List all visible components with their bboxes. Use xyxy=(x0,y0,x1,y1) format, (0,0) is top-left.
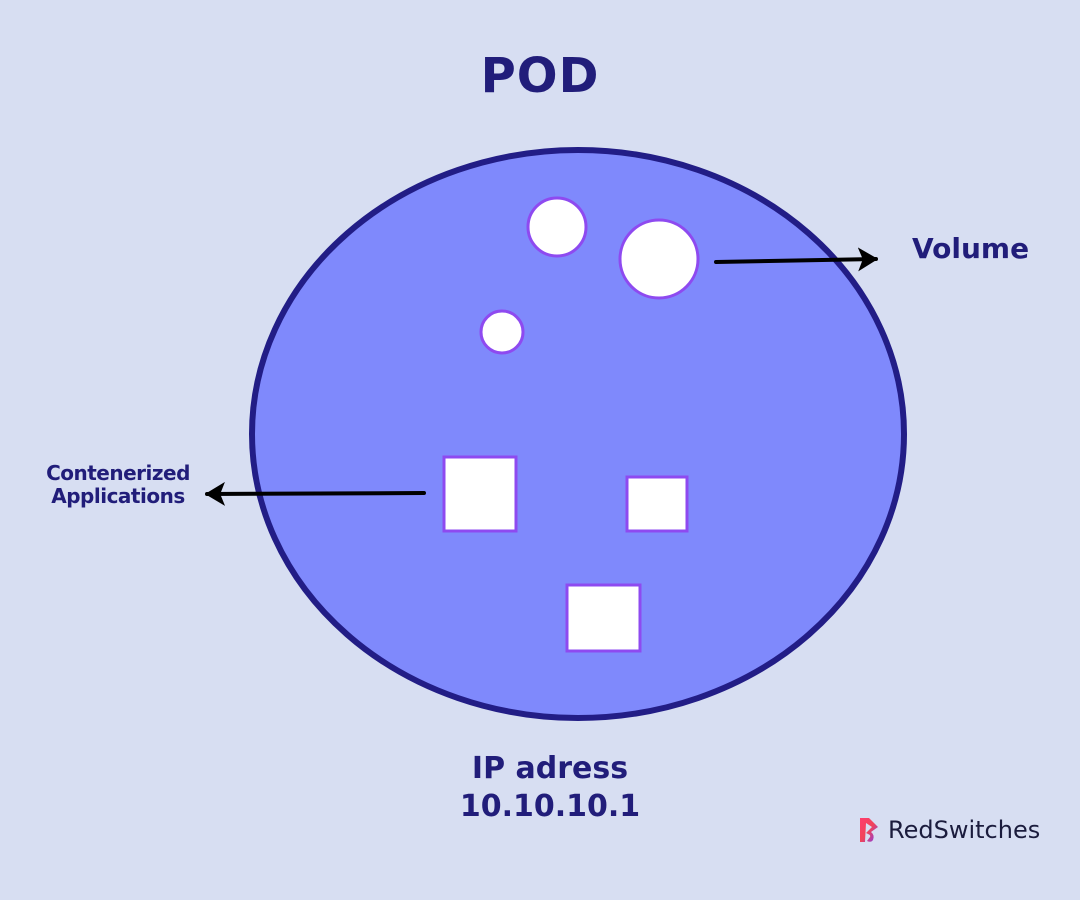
applications-label-line2: Applications xyxy=(51,484,185,508)
applications-label-line1: Contenerized xyxy=(46,461,190,485)
applications-arrow xyxy=(205,481,426,506)
container-square xyxy=(565,583,642,653)
volume-label: Volume xyxy=(912,232,1030,265)
volume-circle xyxy=(479,309,525,355)
volume-circle xyxy=(618,218,700,300)
ip-label-line1: IP adress xyxy=(471,751,629,786)
ip-label-value: 10.10.10.1 xyxy=(459,789,641,824)
container-square xyxy=(625,475,689,533)
containers-group xyxy=(442,455,689,653)
brand-name: RedSwitches xyxy=(888,816,1041,844)
volumes-group xyxy=(479,196,700,355)
brand-logo: RedSwitches xyxy=(858,814,1040,846)
redswitches-logo-icon xyxy=(860,818,878,842)
volume-arrow xyxy=(714,247,878,272)
pod-title: POD xyxy=(480,48,600,104)
pod-ellipse xyxy=(249,147,907,721)
ip-address-label: IP adress 10.10.10.1 xyxy=(0,750,1080,826)
volume-circle xyxy=(526,196,588,258)
container-square xyxy=(442,455,518,533)
containerized-applications-label: Contenerized Applications xyxy=(20,462,216,508)
